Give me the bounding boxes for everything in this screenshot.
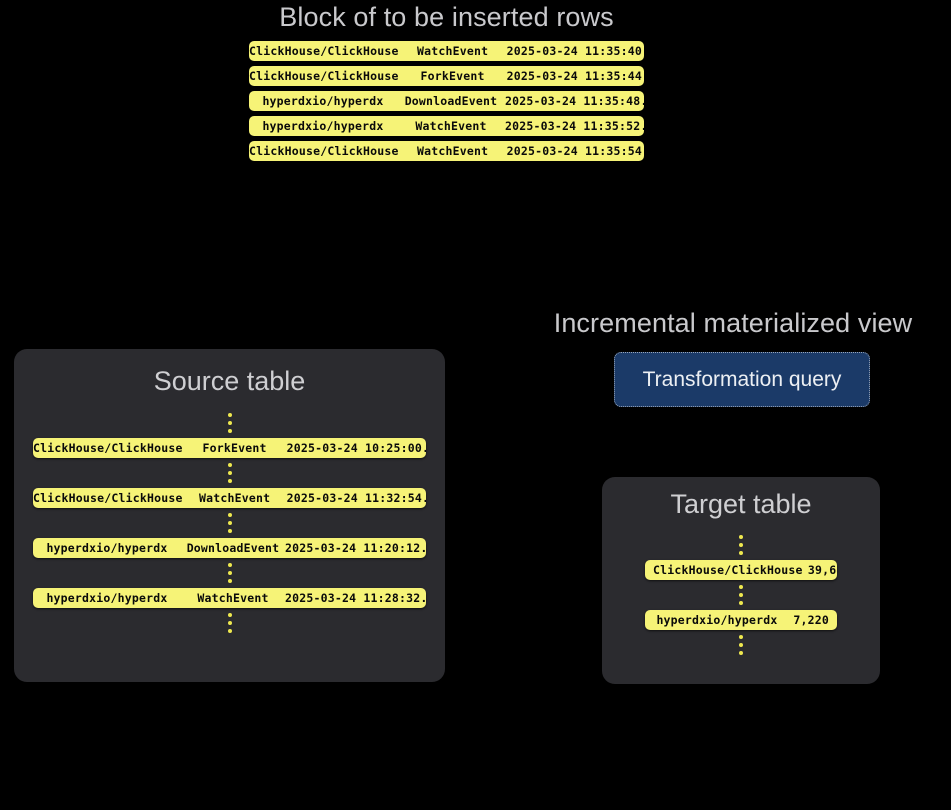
materialized-view-title: Incremental materialized view <box>553 308 913 338</box>
row-event: WatchEvent <box>415 119 487 133</box>
dot-icon <box>739 535 743 539</box>
dot-icon <box>227 463 232 467</box>
dot-icon <box>227 571 232 575</box>
row-repo: ClickHouse/ClickHouse <box>653 563 803 577</box>
row-repo: ClickHouse/ClickHouse <box>249 44 399 58</box>
row-timestamp: 2025-03-24 11:35:44 <box>506 69 642 83</box>
dot-icon <box>739 651 743 655</box>
dot-icon <box>739 643 743 647</box>
row-event: DownloadEvent <box>404 94 498 108</box>
row-ellipsis: ... <box>642 144 644 158</box>
row-repo: hyperdxio/hyperdx <box>262 94 384 108</box>
row-event: WatchEvent <box>198 491 271 505</box>
row-ellipsis: ... <box>640 94 644 108</box>
row-timestamp: 2025-03-24 11:35:54 <box>506 144 642 158</box>
row-timestamp: 2025-03-24 11:32:54 <box>286 491 422 505</box>
dot-icon <box>739 551 743 555</box>
table-row[interactable]: ClickHouse/ClickHouse ForkEvent 2025-03-24… <box>33 438 426 458</box>
dot-icon <box>227 529 232 533</box>
dot-icon <box>739 585 743 589</box>
dot-icon <box>227 613 232 617</box>
row-repo: ClickHouse/ClickHouse <box>249 144 399 158</box>
row-timestamp: 2025-03-24 11:20:12 <box>285 541 421 555</box>
source-table-title: Source table <box>153 366 306 396</box>
row-repo: hyperdxio/hyperdx <box>262 119 384 133</box>
row-repo: ClickHouse/ClickHouse <box>249 69 399 83</box>
row-timestamp: 2025-03-24 11:28:32 <box>285 591 421 605</box>
row-ellipsis: ... <box>422 441 426 455</box>
transformation-query-box[interactable]: Transformation query <box>614 352 870 407</box>
dot-icon <box>739 543 743 547</box>
row-ellipsis: ... <box>420 541 426 555</box>
target-table-panel: Target table ClickHouse/ClickHouse 39,640… <box>602 477 880 684</box>
row-repo: hyperdxio/hyperdx <box>656 613 778 627</box>
dot-icon <box>227 521 232 525</box>
dot-icon <box>739 593 743 597</box>
dot-icon <box>227 429 232 433</box>
dot-icon <box>227 629 232 633</box>
table-row[interactable]: hyperdxio/hyperdx 7,220 <box>645 610 837 630</box>
source-table-rows: ClickHouse/ClickHouse ForkEvent 2025-03-24… <box>14 408 445 638</box>
dot-icon <box>739 635 743 639</box>
dot-icon <box>227 579 232 583</box>
dot-icon <box>227 471 232 475</box>
row-separator-dots <box>227 613 232 633</box>
row-timestamp: 2025-03-24 11:35:48 <box>505 94 641 108</box>
row-separator-dots <box>227 413 232 433</box>
row-event: WatchEvent <box>197 591 269 605</box>
target-table-rows: ClickHouse/ClickHouse 39,640 hyperdxio/hyp… <box>602 530 880 660</box>
row-event: ForkEvent <box>420 69 485 83</box>
target-table-title: Target table <box>670 489 812 519</box>
row-separator-dots <box>227 513 232 533</box>
table-row[interactable]: ClickHouse/ClickHouse ForkEvent 2025-03-24… <box>249 66 644 86</box>
row-ellipsis: ... <box>422 491 426 505</box>
row-separator-dots <box>227 563 232 583</box>
row-repo: hyperdxio/hyperdx <box>46 591 168 605</box>
row-separator-dots <box>739 635 743 655</box>
table-row[interactable]: hyperdxio/hyperdx DownloadEvent 2025-03-24… <box>33 538 426 558</box>
table-row[interactable]: hyperdxio/hyperdx DownloadEvent 2025-03-24… <box>249 91 644 111</box>
source-table-panel: Source table ClickHouse/ClickHouse ForkEv… <box>14 349 445 682</box>
table-row[interactable]: ClickHouse/ClickHouse WatchEvent 2025-03-2… <box>249 41 644 61</box>
row-event: WatchEvent <box>416 144 489 158</box>
table-row[interactable]: ClickHouse/ClickHouse WatchEvent 2025-03-2… <box>249 141 644 161</box>
dot-icon <box>227 621 232 625</box>
row-event: DownloadEvent <box>186 541 280 555</box>
row-repo: ClickHouse/ClickHouse <box>33 441 183 455</box>
row-ellipsis: ... <box>420 591 426 605</box>
table-row[interactable]: hyperdxio/hyperdx WatchEvent 2025-03-24 11… <box>33 588 426 608</box>
dot-icon <box>227 513 232 517</box>
row-timestamp: 2025-03-24 11:35:40 <box>506 44 642 58</box>
row-repo: hyperdxio/hyperdx <box>46 541 168 555</box>
table-row[interactable]: hyperdxio/hyperdx WatchEvent 2025-03-24 11… <box>249 116 644 136</box>
row-ellipsis: ... <box>642 69 644 83</box>
row-event: ForkEvent <box>202 441 267 455</box>
row-repo: ClickHouse/ClickHouse <box>33 491 183 505</box>
row-ellipsis: ... <box>642 44 644 58</box>
row-count: 39,640 <box>807 563 837 577</box>
dot-icon <box>227 563 232 567</box>
row-ellipsis: ... <box>640 119 644 133</box>
dot-icon <box>739 601 743 605</box>
row-separator-dots <box>739 535 743 555</box>
row-timestamp: 2025-03-24 10:25:00 <box>286 441 422 455</box>
row-separator-dots <box>739 585 743 605</box>
row-event: WatchEvent <box>416 44 489 58</box>
block-title: Block of to be inserted rows <box>279 2 614 32</box>
row-separator-dots <box>227 463 232 483</box>
dot-icon <box>227 421 232 425</box>
dot-icon <box>227 479 232 483</box>
row-timestamp: 2025-03-24 11:35:52 <box>505 119 641 133</box>
row-count: 7,220 <box>793 613 829 627</box>
dot-icon <box>227 413 232 417</box>
table-row[interactable]: ClickHouse/ClickHouse 39,640 <box>645 560 837 580</box>
table-row[interactable]: ClickHouse/ClickHouse WatchEvent 2025-03-2… <box>33 488 426 508</box>
